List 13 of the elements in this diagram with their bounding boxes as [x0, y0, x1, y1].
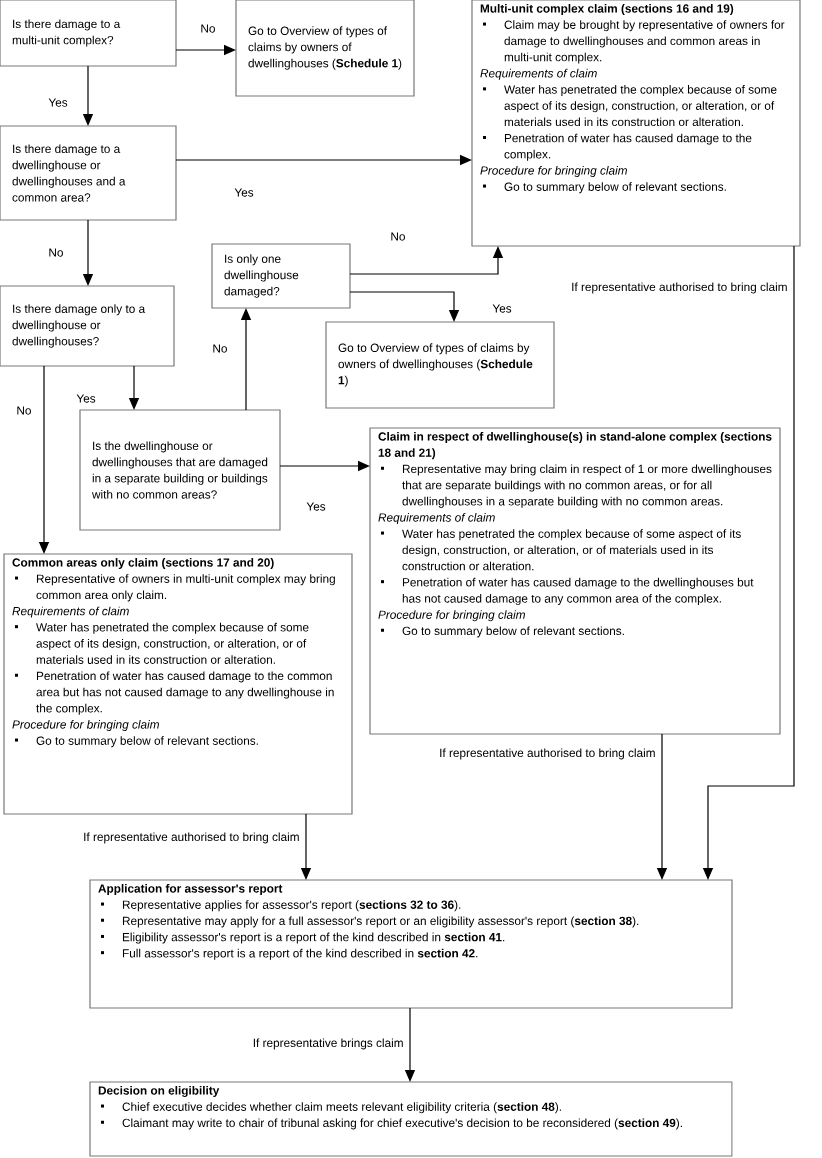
claim-box	[471, 0, 801, 247]
question-box	[79, 409, 281, 531]
claim-box	[369, 427, 781, 735]
claim-box	[3, 553, 353, 815]
reference-box	[235, 0, 415, 97]
decision-box	[89, 1081, 733, 1157]
question-box	[0, 125, 177, 221]
question-box	[211, 243, 351, 309]
question-box	[0, 285, 175, 367]
question-box	[0, 0, 177, 67]
report-box	[89, 879, 733, 1009]
arrow	[349, 291, 460, 322]
reference-box	[325, 321, 555, 409]
